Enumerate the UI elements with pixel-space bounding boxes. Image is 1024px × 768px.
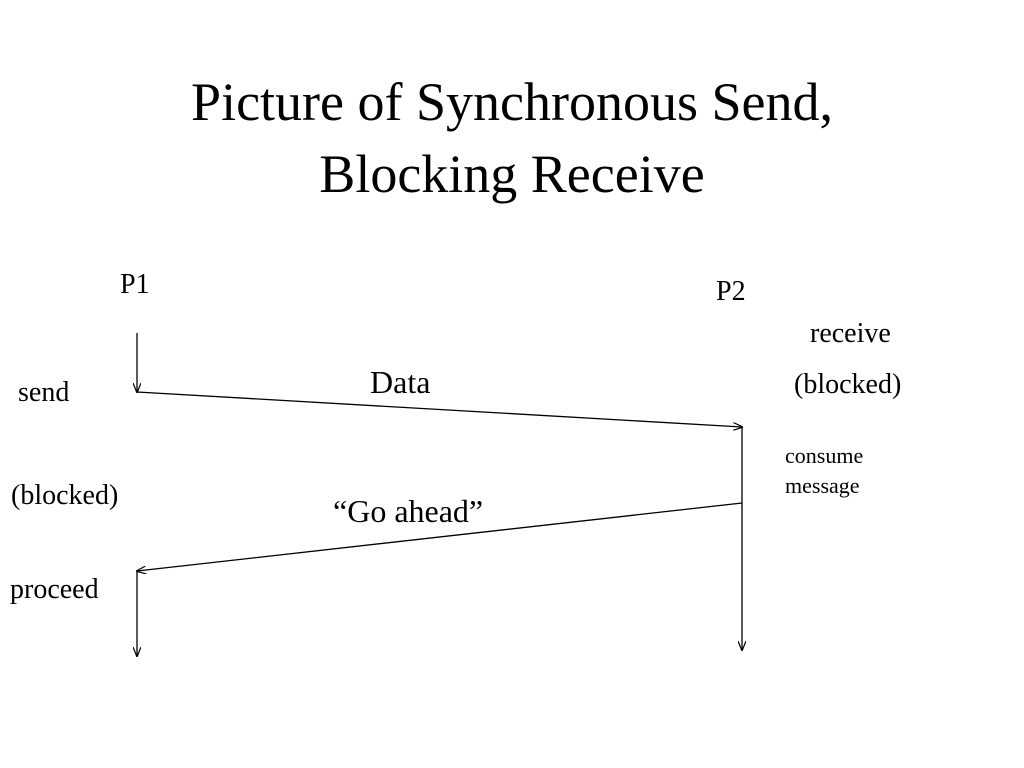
p1-blocked-label: (blocked): [11, 480, 119, 511]
title-line-1: Picture of Synchronous Send,: [191, 72, 833, 132]
go-ahead-message-arrow: [137, 502, 743, 571]
p1-label: P1: [120, 269, 150, 300]
send-label: send: [18, 377, 70, 408]
slide-title: Picture of Synchronous Send, Blocking Re…: [0, 66, 1024, 210]
data-message-arrow: [136, 391, 742, 427]
consume-message-label: consume message: [785, 441, 863, 501]
p2-label: P2: [716, 276, 746, 307]
data-message-label: Data: [370, 364, 431, 400]
proceed-label: proceed: [10, 574, 99, 605]
go-ahead-message-label: “Go ahead”: [333, 493, 484, 529]
consume-label-line-1: consume: [785, 443, 864, 468]
p2-blocked-label: (blocked): [794, 369, 902, 400]
title-line-2: Blocking Receive: [319, 144, 705, 204]
receive-label: receive: [810, 318, 891, 349]
consume-label-line-2: message: [785, 473, 860, 498]
